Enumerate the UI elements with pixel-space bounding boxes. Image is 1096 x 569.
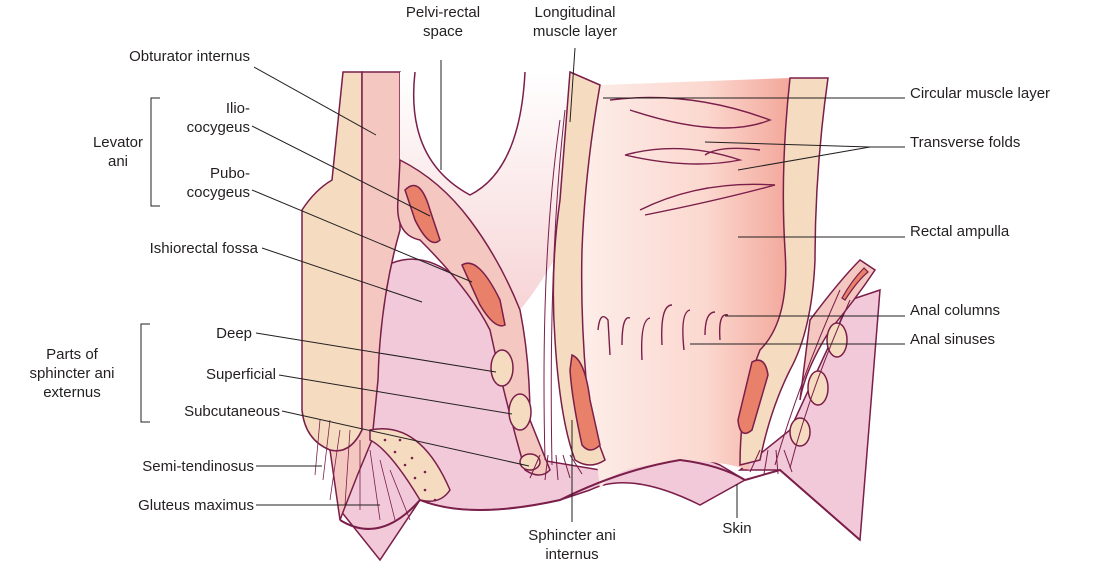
label-pubo-cocygeus: Pubo- cocygeus bbox=[160, 164, 250, 202]
sphincter-superficial bbox=[509, 394, 531, 430]
label-line: cocygeus bbox=[160, 118, 250, 137]
label-line: Pubo- bbox=[160, 164, 250, 183]
label-pelvi-rectal-space: Pelvi-rectal space bbox=[388, 3, 498, 41]
label-line: Ilio- bbox=[160, 99, 250, 118]
label-line: Parts of bbox=[8, 345, 136, 364]
label-parts-of-sphincter: Parts of sphincter ani externus bbox=[8, 345, 136, 402]
label-anal-sinuses: Anal sinuses bbox=[910, 330, 1090, 349]
label-subcutaneous: Subcutaneous bbox=[150, 402, 280, 421]
label-ishiorectal-fossa: Ishiorectal fossa bbox=[60, 239, 258, 258]
label-gluteus-maximus: Gluteus maximus bbox=[60, 496, 254, 515]
label-line: externus bbox=[8, 383, 136, 402]
label-line: ani bbox=[88, 152, 148, 171]
sphincter-parts-bracket bbox=[141, 324, 150, 422]
label-ilio-cocygeus: Ilio- cocygeus bbox=[160, 99, 250, 137]
label-line: cocygeus bbox=[160, 183, 250, 202]
label-deep: Deep bbox=[160, 324, 252, 343]
label-line: muscle layer bbox=[510, 22, 640, 41]
label-circular-muscle-layer: Circular muscle layer bbox=[910, 84, 1094, 103]
label-sphincter-ani-internus: Sphincter ani internus bbox=[512, 526, 632, 564]
label-semi-tendinosus: Semi-tendinosus bbox=[60, 457, 254, 476]
label-line: Sphincter ani bbox=[512, 526, 632, 545]
label-skin: Skin bbox=[712, 519, 762, 538]
label-line: Longitudinal bbox=[510, 3, 640, 22]
levator-ani-bracket bbox=[151, 98, 160, 206]
label-line: space bbox=[388, 22, 498, 41]
label-line: internus bbox=[512, 545, 632, 564]
label-transverse-folds: Transverse folds bbox=[910, 133, 1090, 152]
label-line: sphincter ani bbox=[8, 364, 136, 383]
label-line: Pelvi-rectal bbox=[388, 3, 498, 22]
label-line: Levator bbox=[88, 133, 148, 152]
fat-column-left bbox=[302, 72, 362, 451]
sphincter-deep bbox=[491, 350, 513, 386]
label-anal-columns: Anal columns bbox=[910, 301, 1090, 320]
label-levator-ani: Levator ani bbox=[88, 133, 148, 171]
label-rectal-ampulla: Rectal ampulla bbox=[910, 222, 1090, 241]
label-longitudinal-muscle-layer: Longitudinal muscle layer bbox=[510, 3, 640, 41]
label-superficial: Superficial bbox=[160, 365, 276, 384]
label-obturator-internus: Obturator internus bbox=[60, 47, 250, 66]
